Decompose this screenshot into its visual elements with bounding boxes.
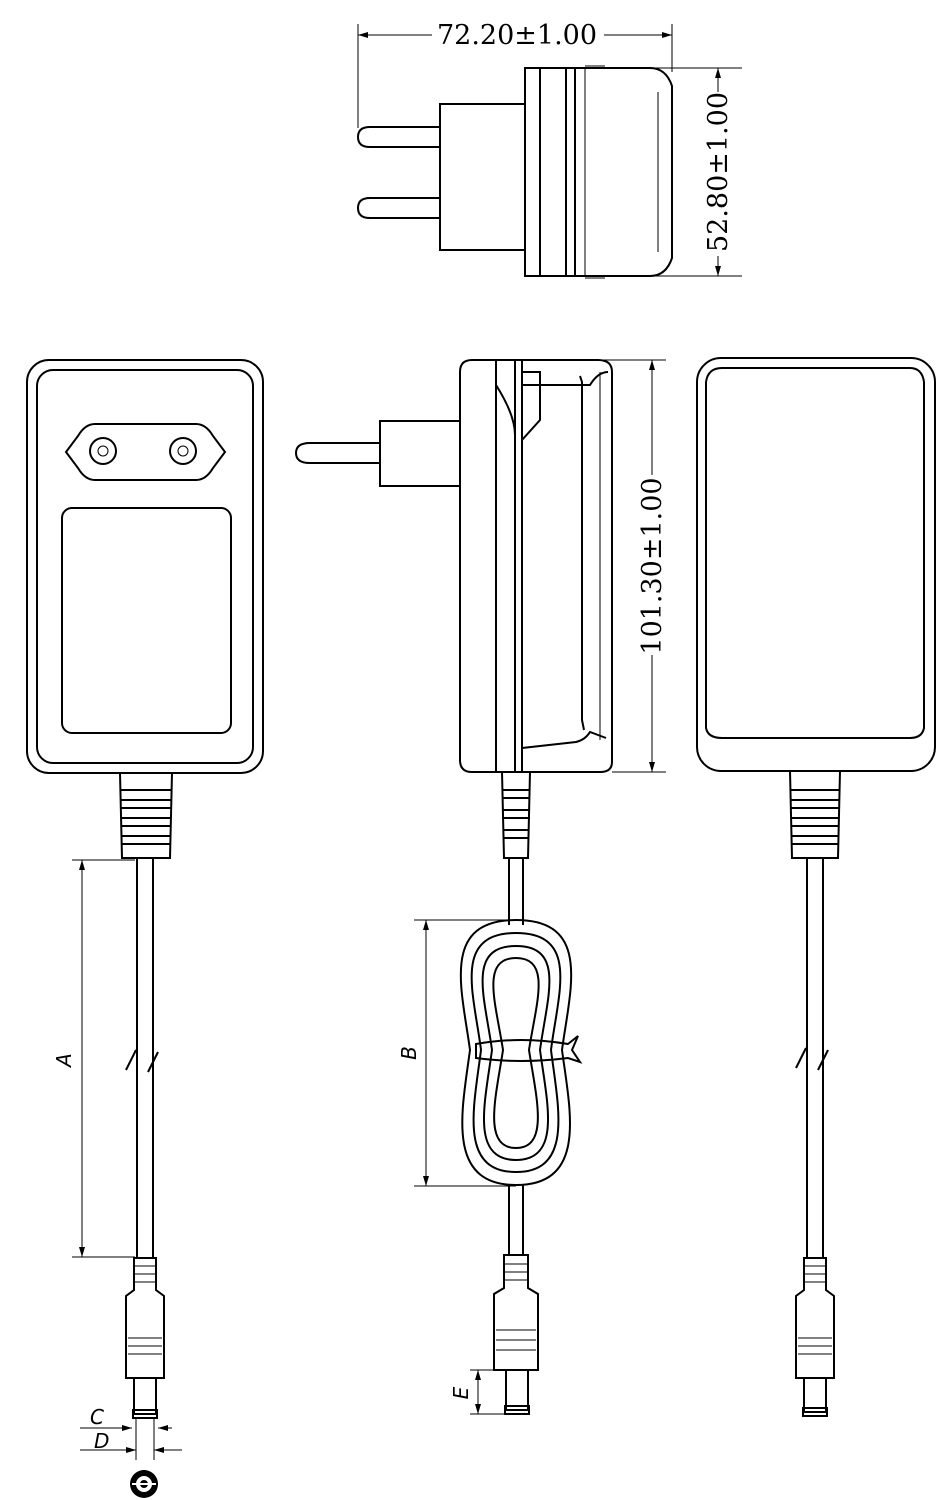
front-view-dc-plug bbox=[125, 1257, 165, 1419]
side-view-body bbox=[459, 359, 613, 773]
depth-dimension-label: 52.80±1.00 bbox=[703, 92, 734, 252]
side-view-strain-relief bbox=[501, 771, 531, 859]
front-view: A C D bbox=[26, 359, 264, 1498]
front-view-cable bbox=[125, 858, 159, 1258]
width-dimension-label: 72.20±1.00 bbox=[437, 20, 597, 51]
depth-dimension: 52.80±1.00 bbox=[650, 67, 742, 277]
dimension-d-label: D bbox=[94, 1429, 109, 1453]
dimension-a: A bbox=[52, 859, 135, 1258]
dimension-a-label: A bbox=[52, 1053, 76, 1069]
front-view-socket bbox=[64, 423, 227, 481]
dimension-b: B bbox=[397, 919, 516, 1187]
dimension-b-label: B bbox=[397, 1046, 421, 1060]
front-view-label-area bbox=[61, 507, 232, 734]
dimension-c-d: C D bbox=[80, 1405, 182, 1460]
dimension-e-label: E bbox=[449, 1386, 473, 1399]
back-view-body bbox=[696, 357, 936, 772]
top-view-pins bbox=[356, 126, 441, 219]
side-view-pin bbox=[294, 442, 381, 464]
side-view-cable bbox=[508, 858, 524, 1255]
dimension-e: E bbox=[449, 1369, 506, 1415]
front-view-socket-holes bbox=[89, 437, 197, 465]
height-dimension-label: 101.30±1.00 bbox=[637, 477, 668, 654]
back-view-cable bbox=[795, 858, 829, 1258]
back-view-strain-relief bbox=[789, 770, 841, 859]
front-view-strain-relief bbox=[119, 772, 173, 859]
top-view-body bbox=[524, 67, 673, 277]
width-dimension: 72.20±1.00 bbox=[357, 20, 673, 128]
dimension-c-label: C bbox=[90, 1405, 104, 1429]
dc-plug-end-symbol bbox=[130, 1470, 158, 1498]
side-view-cable-bundle bbox=[459, 918, 583, 1187]
height-dimension: 101.30±1.00 bbox=[598, 359, 668, 773]
back-view-dc-plug bbox=[795, 1257, 835, 1417]
top-view-plug-base bbox=[439, 103, 526, 251]
back-view bbox=[696, 357, 936, 1417]
side-view-dc-plug bbox=[493, 1254, 539, 1415]
front-view-body bbox=[26, 359, 264, 774]
side-view-plug-base bbox=[379, 420, 463, 487]
side-view: 101.30±1.00 bbox=[294, 359, 668, 1415]
top-view: 72.20±1.00 52.80±1.00 bbox=[356, 20, 742, 279]
